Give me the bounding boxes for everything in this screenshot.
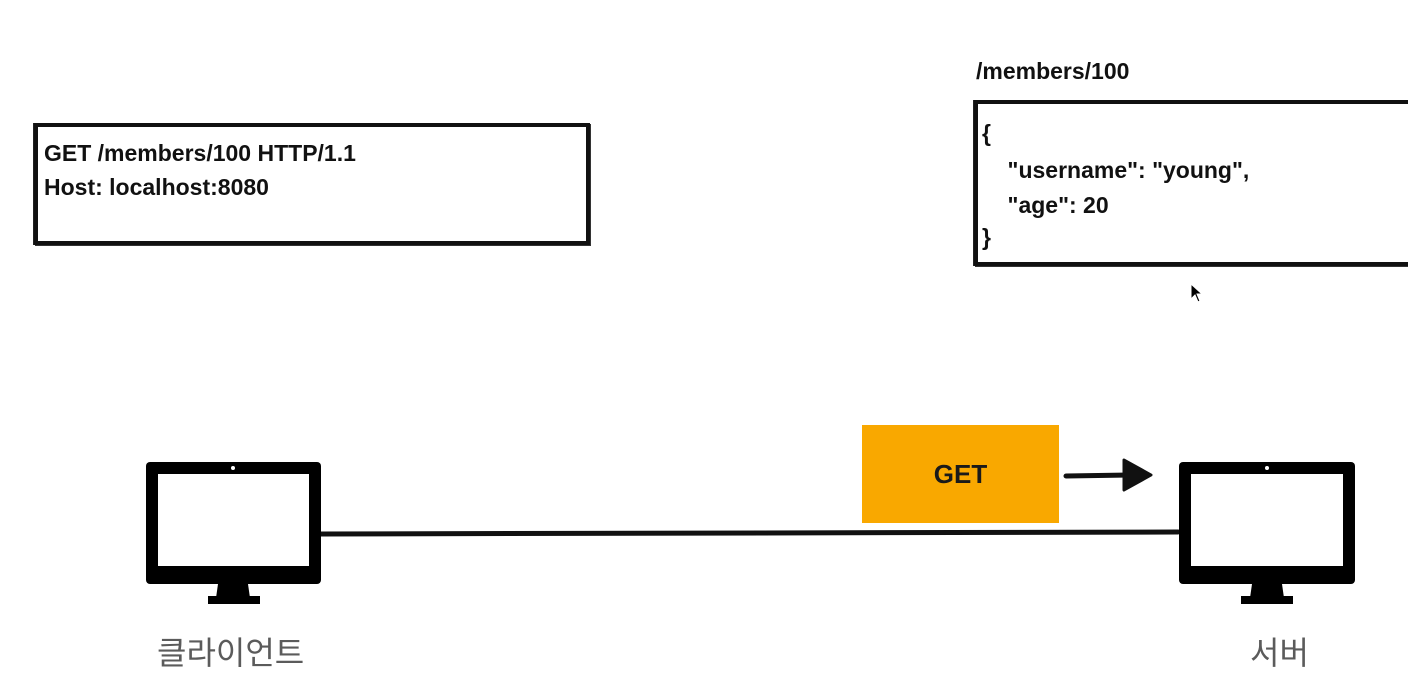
request-line: GET /members/100 HTTP/1.1 [44, 140, 356, 166]
http-request-box: GET /members/100 HTTP/1.1 Host: localhos… [34, 123, 590, 245]
http-method-badge: GET [862, 425, 1059, 523]
mouse-cursor-icon [1190, 282, 1204, 303]
connection-line [317, 529, 1181, 537]
json-line: } [982, 224, 991, 250]
client-monitor-icon [146, 462, 321, 604]
json-line: "username": "young", [982, 157, 1250, 183]
resource-path: /members/100 [976, 58, 1130, 84]
arrow-right-icon [1063, 458, 1153, 492]
json-line: { [982, 120, 991, 146]
server-monitor-icon [1179, 462, 1355, 604]
request-host-header: Host: localhost:8080 [44, 174, 269, 200]
json-line: "age": 20 [982, 192, 1109, 218]
server-label: 서버 [1250, 634, 1309, 672]
resource-json-box: { "username": "young", "age": 20 } [974, 100, 1408, 266]
client-label: 클라이언트 [157, 634, 305, 672]
